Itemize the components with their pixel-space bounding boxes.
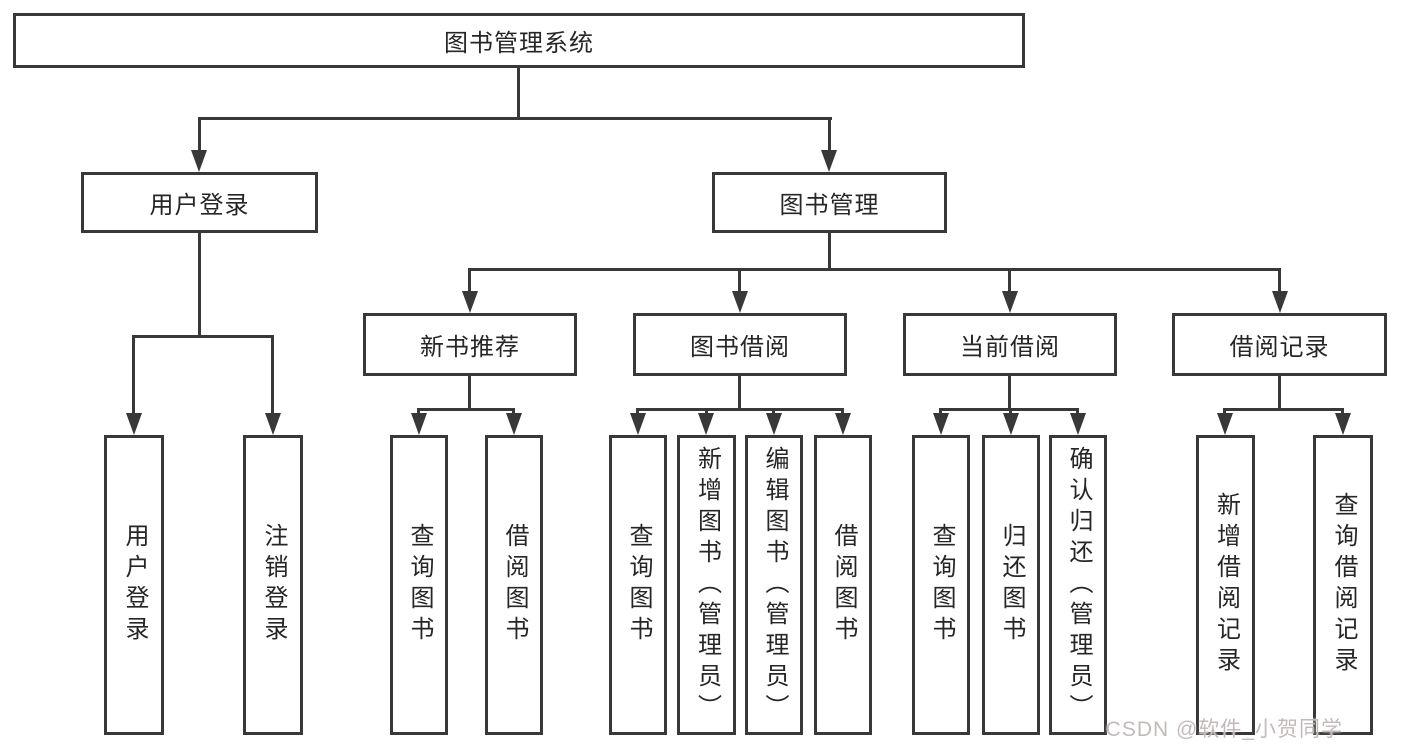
connector-bb-stem: [738, 376, 741, 410]
leaf-bb-edit-books: 编辑图书（管理员）: [745, 435, 803, 735]
leaf-logout-label: 注销登录: [260, 523, 287, 647]
connector-br-stem: [1278, 376, 1281, 410]
node-user-login-label: 用户登录: [149, 192, 250, 219]
arrow-down-icon: [126, 413, 142, 435]
node-new-book-recommend-label: 新书推荐: [420, 334, 520, 361]
leaf-br-query-record-label: 查询借阅记录: [1330, 492, 1357, 678]
connector-cb-stem: [1008, 376, 1011, 410]
node-user-login: 用户登录: [81, 172, 318, 233]
connector-to-leaf-user-login: [132, 335, 135, 416]
connector-to-leaf-logout: [271, 335, 274, 416]
leaf-nbr-query-books: 查询图书: [390, 435, 448, 735]
leaf-cb-return-books-label: 归还图书: [998, 523, 1025, 647]
leaf-cb-return-books: 归还图书: [982, 435, 1040, 735]
leaf-bb-query-books-label: 查询图书: [625, 523, 652, 647]
leaf-bb-add-books: 新增图书（管理员）: [677, 435, 736, 735]
arrow-down-icon: [506, 413, 522, 435]
root-node-library-system: 图书管理系统: [13, 13, 1025, 68]
connector-to-book-management: [828, 117, 831, 155]
connector-to-current-borrowing: [1008, 268, 1011, 296]
arrow-down-icon: [821, 150, 837, 172]
arrow-down-icon: [1272, 291, 1288, 313]
arrow-down-icon: [1335, 413, 1351, 435]
arrow-down-icon: [698, 413, 714, 435]
leaf-bb-edit-books-label: 编辑图书（管理员）: [761, 445, 788, 725]
arrow-down-icon: [1070, 413, 1086, 435]
leaf-bb-borrow-books-label: 借阅图书: [830, 523, 857, 647]
connector-to-user-login: [198, 117, 201, 155]
leaf-cb-confirm-return: 确认归还（管理员）: [1049, 435, 1107, 735]
leaf-bb-query-books: 查询图书: [609, 435, 667, 735]
node-borrowing-records-label: 借阅记录: [1229, 334, 1330, 361]
node-current-borrowing: 当前借阅: [903, 313, 1117, 376]
leaf-nbr-borrow-books: 借阅图书: [485, 435, 543, 735]
node-current-borrowing-label: 当前借阅: [960, 334, 1060, 361]
leaf-br-add-record: 新增借阅记录: [1196, 435, 1255, 735]
arrow-down-icon: [933, 413, 949, 435]
leaf-nbr-query-books-label: 查询图书: [406, 523, 433, 647]
arrow-down-icon: [462, 291, 478, 313]
connector-root-stem: [517, 66, 520, 119]
arrow-down-icon: [1003, 413, 1019, 435]
root-node-label: 图书管理系统: [444, 30, 594, 57]
leaf-br-add-record-label: 新增借阅记录: [1212, 492, 1240, 678]
connector-user-login-stem: [198, 233, 201, 338]
leaf-bb-add-books-label: 新增图书（管理员）: [693, 445, 721, 725]
connector-book-management-stem: [828, 233, 831, 270]
connector-to-borrowing-records: [1278, 268, 1281, 296]
leaf-user-login-label: 用户登录: [121, 523, 148, 647]
arrow-down-icon: [835, 413, 851, 435]
leaf-user-login: 用户登录: [104, 435, 164, 735]
node-book-borrowing: 图书借阅: [633, 313, 847, 376]
leaf-logout: 注销登录: [243, 435, 303, 735]
csdn-watermark: CSDN @软件_小贺同学: [1105, 718, 1343, 741]
arrow-down-icon: [191, 150, 207, 172]
connector-nbr-stem: [468, 376, 471, 410]
node-borrowing-records: 借阅记录: [1172, 313, 1387, 376]
connector-bb-split: [638, 408, 843, 411]
connector-nbr-split: [419, 408, 515, 411]
leaf-nbr-borrow-books-label: 借阅图书: [501, 523, 528, 647]
leaf-br-query-record: 查询借阅记录: [1313, 435, 1373, 735]
connector-level3-split: [470, 268, 1280, 271]
connector-user-login-split: [133, 335, 274, 338]
connector-to-book-borrowing: [738, 268, 741, 296]
arrow-down-icon: [766, 413, 782, 435]
connector-level1-split: [199, 117, 832, 120]
arrow-down-icon: [630, 413, 646, 435]
connector-to-new-book-recommend: [468, 268, 471, 296]
leaf-cb-query-books: 查询图书: [912, 435, 970, 735]
arrow-down-icon: [1002, 291, 1018, 313]
leaf-cb-confirm-return-label: 确认归还（管理员）: [1065, 445, 1092, 725]
arrow-down-icon: [265, 413, 281, 435]
node-book-management-label: 图书管理: [779, 192, 880, 219]
leaf-bb-borrow-books: 借阅图书: [814, 435, 872, 735]
node-new-book-recommend: 新书推荐: [363, 313, 577, 376]
node-book-management: 图书管理: [712, 172, 947, 233]
arrow-down-icon: [1217, 413, 1233, 435]
node-book-borrowing-label: 图书借阅: [690, 334, 790, 361]
connector-br-split: [1225, 408, 1343, 411]
arrow-down-icon: [732, 291, 748, 313]
arrow-down-icon: [411, 413, 427, 435]
leaf-cb-query-books-label: 查询图书: [928, 523, 955, 647]
